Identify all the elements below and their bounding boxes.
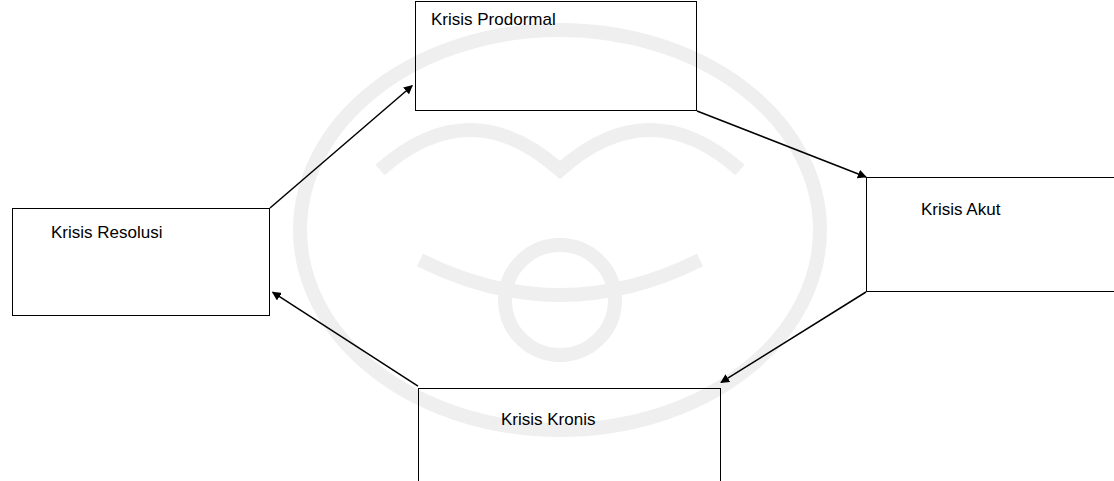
phase-box: Krisis Akut xyxy=(866,177,1114,292)
flow-arrow xyxy=(721,292,866,382)
flow-arrow xyxy=(697,111,866,177)
phase-label: Krisis Prodormal xyxy=(431,10,556,30)
phase-label: Krisis Resolusi xyxy=(51,223,162,243)
flow-arrow xyxy=(270,86,412,208)
phase-box: Krisis Prodormal xyxy=(415,1,697,111)
phase-label: Krisis Kronis xyxy=(501,410,595,430)
phase-box: Krisis Resolusi xyxy=(12,208,270,316)
phase-box: Krisis Kronis xyxy=(418,388,721,481)
phase-label: Krisis Akut xyxy=(921,200,1000,220)
flow-arrow xyxy=(273,292,418,386)
